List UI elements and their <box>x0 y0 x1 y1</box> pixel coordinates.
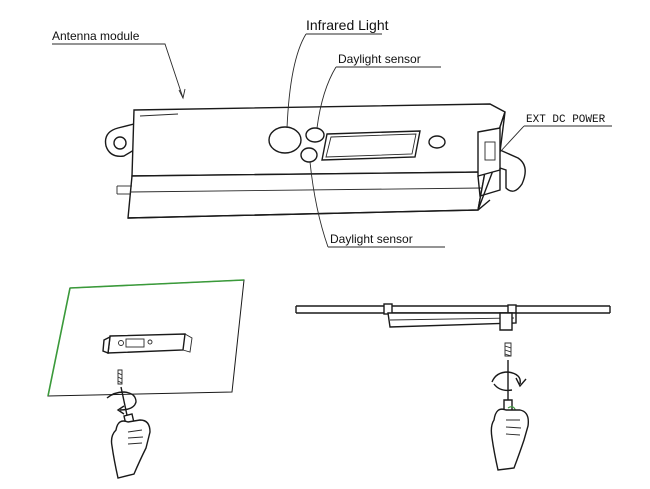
label-antenna-module: Antenna module <box>52 29 186 100</box>
svg-text:EXT DC POWER: EXT DC POWER <box>526 114 606 126</box>
ceiling-mount-illustration <box>295 303 611 471</box>
device-small-ceiling <box>383 303 517 331</box>
device-small-wall <box>102 333 193 354</box>
device-drawing <box>104 103 526 219</box>
daylight-sensor-upper <box>305 127 325 143</box>
label-ext-dc-power: EXT DC POWER <box>499 114 612 153</box>
hand-icon <box>110 419 151 479</box>
ceiling-panel <box>295 305 611 314</box>
label-daylight-sensor-bottom: Daylight sensor <box>309 161 445 248</box>
svg-text:Daylight sensor: Daylight sensor <box>330 232 413 246</box>
wall-mount-illustration <box>47 279 245 479</box>
ext-dc-power-connector <box>477 127 526 197</box>
daylight-sensor-lower <box>300 147 318 163</box>
display-window <box>321 130 421 161</box>
hand-icon <box>490 408 530 471</box>
rotation-arrow-icon <box>106 391 137 415</box>
svg-text:Daylight sensor: Daylight sensor <box>338 52 421 66</box>
screw-icon <box>117 369 123 385</box>
screw-icon <box>504 342 512 357</box>
label-daylight-sensor-top: Daylight sensor <box>316 52 441 129</box>
infrared-light-lens <box>268 126 302 154</box>
svg-text:Infrared Light: Infrared Light <box>306 17 389 33</box>
label-infrared-light: Infrared Light <box>286 17 389 129</box>
rotation-arrow-icon <box>491 371 527 392</box>
svg-text:Antenna module: Antenna module <box>52 29 140 43</box>
